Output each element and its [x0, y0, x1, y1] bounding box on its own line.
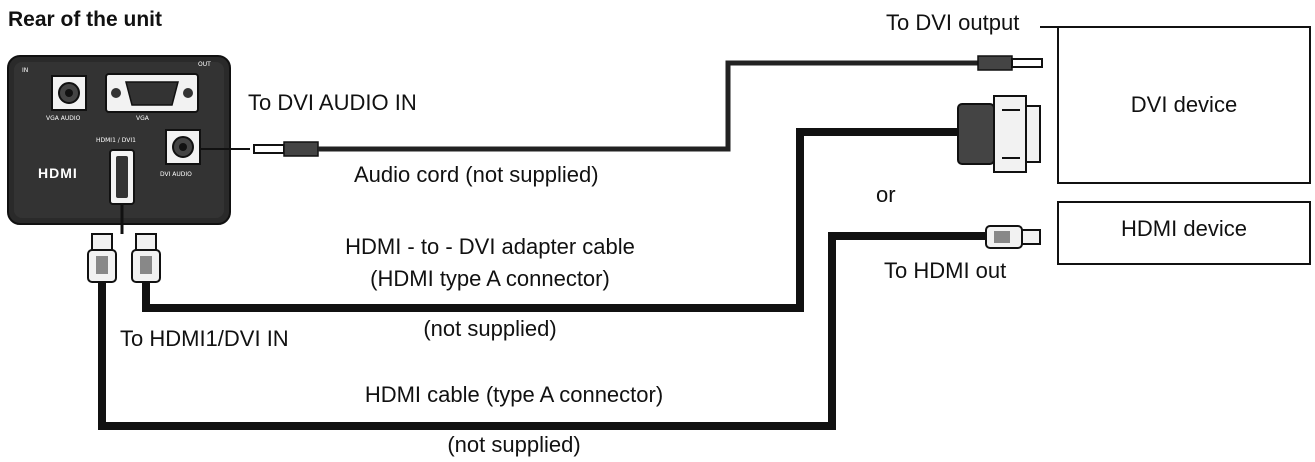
hdmi-plug-device-detail [994, 231, 1010, 243]
adapter-cable-label-line2: (HDMI type A connector) [370, 266, 610, 291]
hdmi-cable [98, 232, 986, 430]
vga-screw-right [183, 88, 193, 98]
dvi-device-label: DVI device [1131, 92, 1237, 117]
rear-title: Rear of the unit [8, 8, 162, 31]
rear-panel: IN OUT VGA AUDIO VGA HDMI1 / DVI1 DVI AU… [7, 55, 231, 234]
hdmi-plug-device-tip [1021, 229, 1041, 245]
vga-label: VGA [136, 115, 150, 122]
to-hdmi-out-label: To HDMI out [884, 258, 1006, 283]
audio-plug-left [253, 144, 285, 154]
dvi-connector [957, 95, 1041, 173]
audio-cord-label: Audio cord (not supplied) [354, 162, 599, 187]
audio-plug-left-body [283, 141, 319, 157]
audio-plug-right-body [977, 55, 1013, 71]
hdmi-plug-a-tip [91, 233, 113, 251]
panel-in-label: IN [22, 67, 28, 74]
panel-out-label: OUT [198, 61, 211, 68]
dvi-connector-boot [957, 103, 995, 165]
to-hdmi1-dvi-in-label: To HDMI1/DVI IN [120, 326, 289, 351]
vga-audio-label: VGA AUDIO [46, 115, 81, 122]
audio-cable [318, 60, 978, 152]
hdmi-cable-label-line2: (not supplied) [447, 432, 580, 457]
hdmi-plug-device [985, 225, 1041, 249]
audio-plug-right [1011, 58, 1043, 68]
hdmi-plug-adapter-cable [131, 233, 161, 283]
audio-cord [200, 55, 1043, 157]
hdmi-plug-a-detail [96, 256, 108, 274]
hdmi-device-box [1057, 201, 1311, 265]
dvi-audio-label: DVI AUDIO [160, 171, 192, 178]
dvi-connector-head [1025, 105, 1041, 163]
hdmi-plug-hdmi-cable [87, 233, 117, 283]
hdmi-dvi-port-slot [116, 156, 128, 198]
adapter-cable-label-line3: (not supplied) [423, 316, 556, 341]
or-label: or [876, 182, 896, 207]
hdmi-device-label: HDMI device [1121, 216, 1247, 241]
hdmi-logo: HDMI [38, 165, 78, 181]
dvi-audio-jack-center [179, 143, 187, 151]
adapter-cable-label-line1: HDMI - to - DVI adapter cable [345, 234, 635, 259]
vga-screw-left [111, 88, 121, 98]
adapter-cable [142, 128, 958, 312]
to-dvi-output-label: To DVI output [886, 10, 1019, 35]
to-dvi-audio-in-label: To DVI AUDIO IN [248, 90, 417, 115]
hdmi-plug-b-detail [140, 256, 152, 274]
vga-port [125, 81, 179, 106]
hdmi-dvi-port-label: HDMI1 / DVI1 [96, 137, 136, 144]
dvi-connector-shell [993, 95, 1027, 173]
hdmi-plug-b-tip [135, 233, 157, 251]
dvi-device-box [1057, 26, 1311, 184]
hdmi-cable-label-line1: HDMI cable (type A connector) [365, 382, 663, 407]
vga-audio-jack-center [65, 89, 73, 97]
